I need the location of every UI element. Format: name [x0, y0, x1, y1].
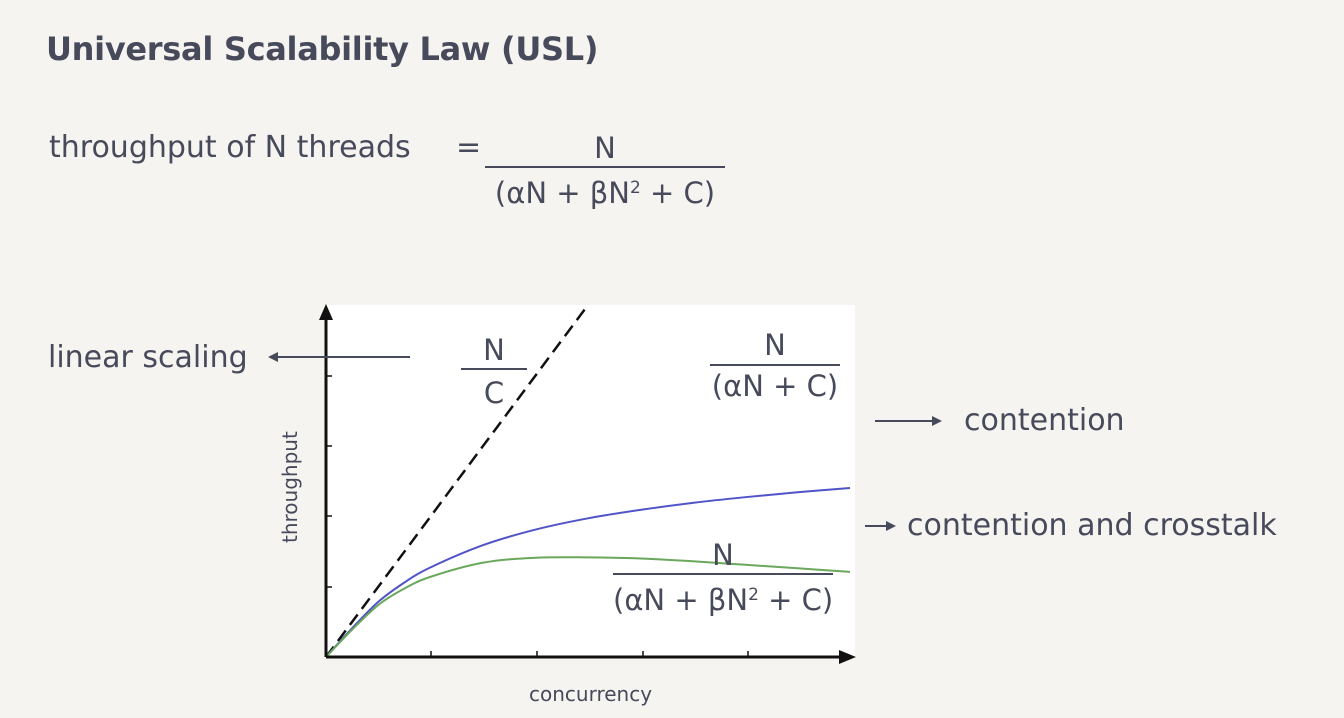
formula-fraction: N (αN + βN2 + C) — [485, 130, 725, 213]
y-axis-label: throughput — [278, 431, 302, 543]
linear-fraction-bar — [461, 368, 527, 370]
plot-area — [326, 305, 855, 657]
contention-label: contention — [964, 403, 1125, 438]
linear-fraction: N C — [461, 332, 527, 416]
formula-fraction-bar — [485, 166, 725, 168]
x-axis-label: concurrency — [529, 682, 653, 706]
formula-denominator: (αN + βN2 + C) — [494, 176, 716, 210]
series-layer — [324, 304, 851, 658]
formula-numerator: N — [594, 131, 616, 165]
series-line-0 — [324, 304, 590, 658]
linear-numerator: N — [483, 333, 505, 367]
crosstalk-fraction-bar — [613, 573, 833, 575]
formula-equals: = — [456, 130, 482, 165]
contention-numerator: N — [764, 328, 786, 362]
formula-lhs: throughput of N threads — [49, 130, 411, 165]
crosstalk-denominator: (αN + βN2 + C) — [613, 583, 834, 617]
y-axis-arrowhead — [319, 304, 333, 320]
series-line-2 — [325, 556, 851, 658]
linear-scaling-label: linear scaling — [48, 340, 248, 375]
crosstalk-label: contention and crosstalk — [907, 508, 1277, 543]
x-axis-arrowhead — [839, 650, 856, 664]
crosstalk-numerator: N — [712, 538, 734, 572]
series-line-1 — [325, 487, 851, 658]
contention-fraction: N (αN + C) — [710, 326, 840, 406]
contention-fraction-bar — [710, 364, 840, 366]
contention-denominator: (αN + C) — [711, 369, 839, 403]
linear-denominator: C — [483, 376, 505, 410]
crosstalk-fraction: N (αN + βN2 + C) — [613, 537, 833, 620]
page-title: Universal Scalability Law (USL) — [46, 30, 599, 68]
